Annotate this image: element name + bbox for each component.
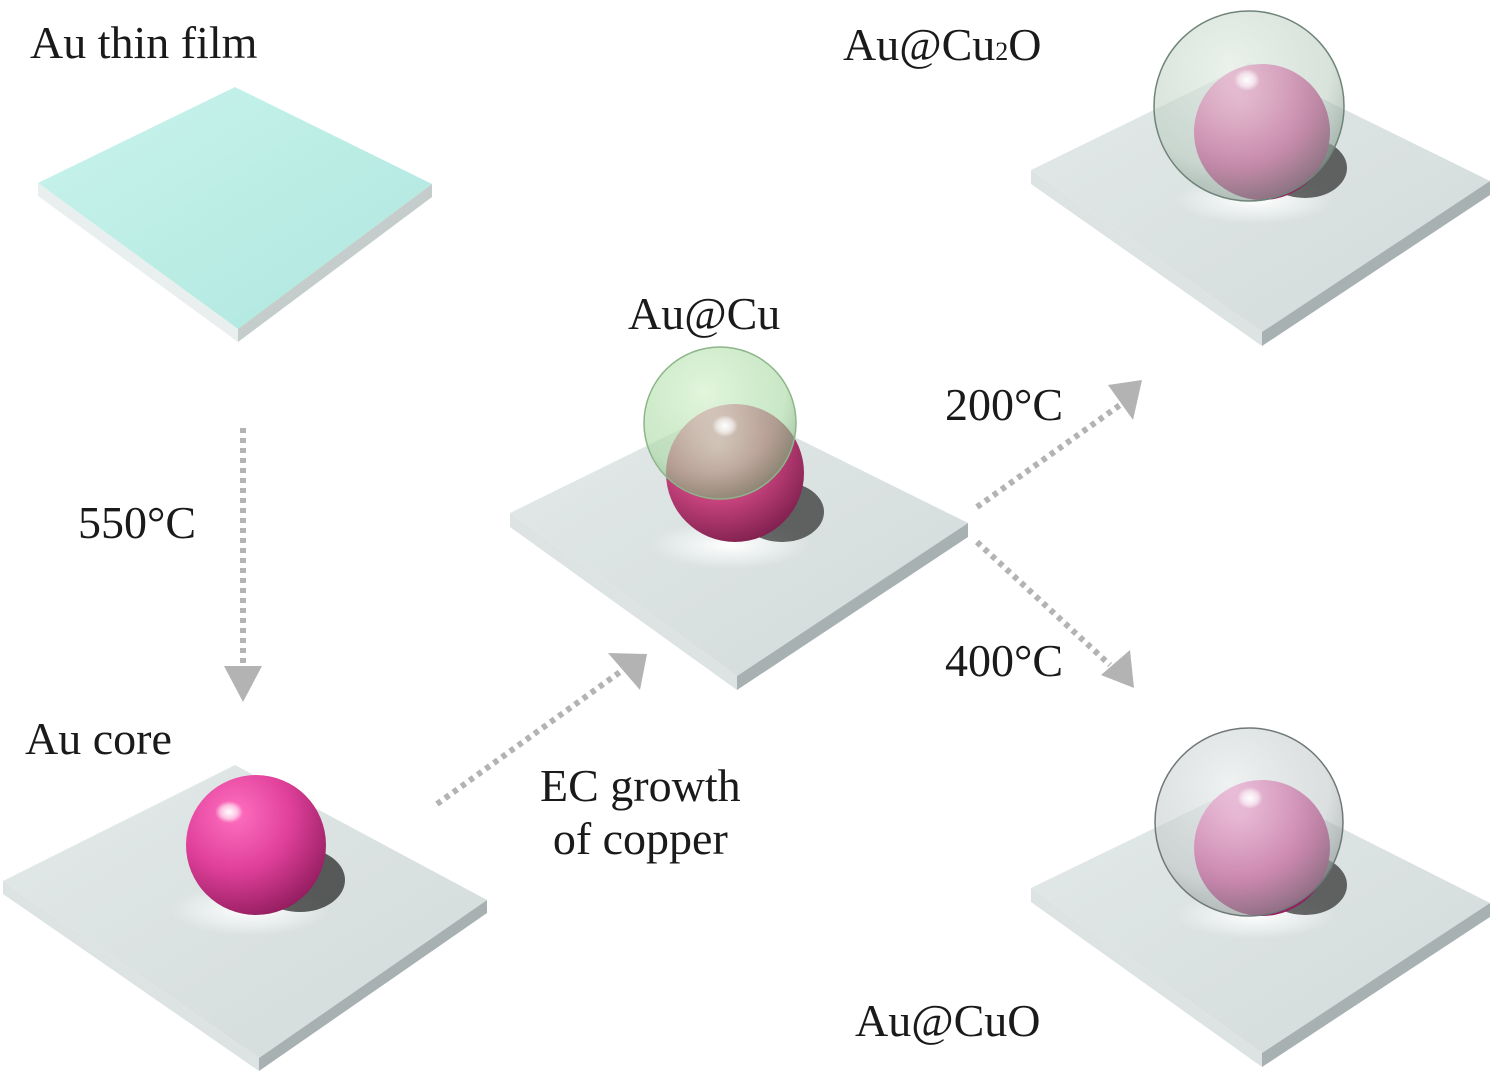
label-ec-growth: EC growth of copper bbox=[540, 760, 741, 866]
label-temp-400: 400°C bbox=[945, 635, 1064, 686]
label-ec-growth-line2: of copper bbox=[552, 812, 728, 864]
au-core-sphere bbox=[186, 775, 345, 915]
label-au-at-cu: Au@Cu bbox=[628, 288, 781, 339]
arrow-200 bbox=[975, 380, 1142, 510]
arrow-head-icon bbox=[224, 666, 262, 702]
au-at-cuo-substrate bbox=[1031, 782, 1490, 1067]
label-ec-growth-line1: EC growth bbox=[540, 760, 741, 811]
au-thin-film-plate bbox=[38, 87, 432, 342]
arrow-head-icon bbox=[1108, 380, 1142, 420]
label-au-at-cu2o-prefix: Au@Cu bbox=[843, 19, 996, 70]
au-at-cuo-sphere bbox=[1154, 727, 1347, 917]
label-au-at-cu2o-suffix: O bbox=[1008, 19, 1042, 70]
au-at-cu2o-sphere bbox=[1153, 10, 1347, 202]
label-temp-550: 550°C bbox=[78, 497, 197, 548]
au-at-cu-sphere bbox=[643, 346, 824, 542]
arrow-head-icon bbox=[1101, 650, 1134, 688]
label-temp-200: 200°C bbox=[945, 379, 1064, 430]
label-au-at-cu2o-subscript: 2 bbox=[995, 37, 1009, 66]
arrow-550-down bbox=[224, 428, 262, 702]
label-au-at-cu2o: Au@Cu2O bbox=[843, 22, 1042, 68]
label-au-thin-film: Au thin film bbox=[30, 17, 258, 68]
label-au-at-cuo: Au@CuO bbox=[855, 995, 1041, 1046]
arrow-ec-growth bbox=[435, 653, 647, 807]
label-au-core: Au core bbox=[25, 713, 172, 764]
arrow-400 bbox=[974, 539, 1134, 688]
arrow-head-icon bbox=[608, 653, 647, 690]
